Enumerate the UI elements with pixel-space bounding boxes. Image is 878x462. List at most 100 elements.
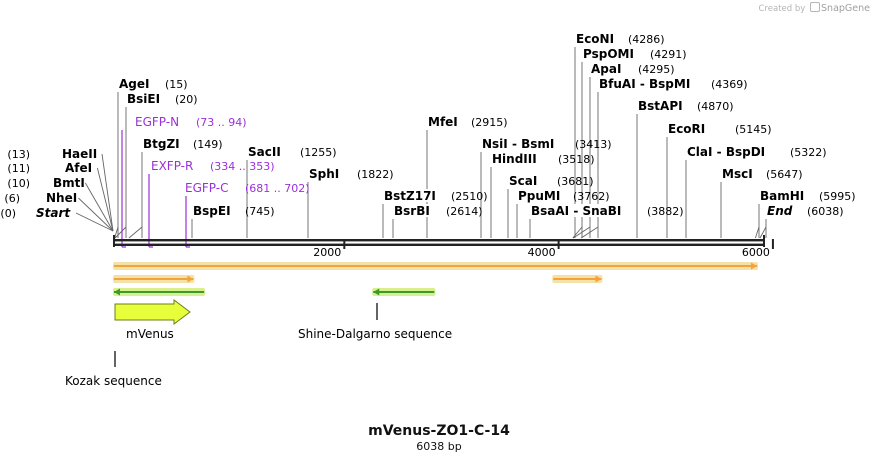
site-name: BsrBI [394, 204, 430, 218]
site-position: (3762) [573, 190, 610, 203]
site-label-bg [383, 189, 440, 202]
site-label-bg [590, 62, 624, 75]
site-label-bg [637, 99, 686, 112]
site-label-bg [582, 47, 631, 60]
ruler-tick-label: 2000 [313, 246, 341, 259]
primer-name: EGFP-N [135, 115, 179, 129]
site-position: (5647) [766, 168, 803, 181]
site-name: BsaAI - SnaBI [531, 204, 621, 218]
site-position: (20) [175, 93, 198, 106]
site-position: (11) [7, 162, 30, 175]
site-leader [96, 167, 114, 232]
site-name: NsiI - BsmI [482, 137, 554, 151]
site-position: (5322) [790, 146, 827, 159]
site-name: BmtI [53, 176, 85, 190]
site-label-bg [308, 167, 342, 180]
site-position: (15) [165, 78, 188, 91]
site-leader [114, 226, 127, 239]
site-position: (4369) [711, 78, 748, 91]
arrowhead-left-icon [114, 288, 120, 296]
primer-name: EGFP-C [185, 181, 228, 195]
site-label-bg [667, 122, 708, 135]
site-leader [78, 197, 114, 232]
site-name: ApaI [591, 62, 621, 76]
site-label-bg [481, 137, 568, 150]
primer-range: (334 .. 353) [210, 160, 275, 173]
site-label-bg [766, 204, 792, 217]
site-label-bg [721, 167, 755, 180]
site-name: AgeI [119, 77, 149, 91]
ruler-tick-label: 4000 [528, 246, 556, 259]
site-position: (6) [4, 192, 20, 205]
site-position: (0) [0, 207, 16, 220]
site-name: PspOMI [583, 47, 634, 61]
site-name: PpuMI [518, 189, 560, 203]
site-position: (13) [7, 148, 30, 161]
site-name: BsiEI [127, 92, 160, 106]
site-leader [580, 226, 599, 239]
site-name: BstAPI [638, 99, 683, 113]
backbone-top-strand [113, 239, 764, 242]
backbone-bottom-strand [113, 243, 764, 246]
site-position: (2915) [471, 116, 508, 129]
site-name: MfeI [428, 115, 458, 129]
site-name: AfeI [65, 161, 92, 175]
site-label-bg [126, 92, 167, 105]
site-label-bg [491, 152, 548, 165]
site-label-bg [142, 137, 183, 150]
site-position: (6038) [807, 205, 844, 218]
site-leader [572, 226, 591, 239]
site-position: (5145) [735, 123, 772, 136]
plasmid-name: mVenus-ZO1-C-14 [368, 423, 510, 439]
arrowhead-right-icon [751, 262, 757, 270]
site-name: BfuAI - BspMI [599, 77, 690, 91]
feature-label: mVenus [126, 327, 174, 341]
site-position: (2510) [451, 190, 488, 203]
site-leader [128, 226, 143, 239]
site-name: ClaI - BspDI [687, 145, 765, 159]
site-position: (1822) [357, 168, 394, 181]
site-leader [75, 212, 114, 232]
site-position: (3413) [575, 138, 612, 151]
site-position: (4295) [638, 63, 675, 76]
site-position: (5995) [819, 190, 856, 203]
feature-arrows-layer [113, 262, 758, 296]
site-label-bg [427, 115, 461, 128]
arrowhead-left-icon [373, 288, 380, 296]
feature-label: Shine-Dalgarno sequence [298, 327, 452, 341]
site-label-bg [598, 77, 700, 90]
site-position: (745) [245, 205, 275, 218]
site-position: (149) [193, 138, 223, 151]
site-position: (4291) [650, 48, 687, 61]
site-position: (1255) [300, 146, 337, 159]
site-name: BspEI [193, 204, 231, 218]
site-name: SphI [309, 167, 339, 181]
site-label-bg [247, 145, 288, 158]
site-name: BtgZI [143, 137, 180, 151]
site-lines-layer [75, 47, 767, 248]
site-name: SacII [248, 145, 281, 159]
site-name: HaeII [62, 147, 97, 161]
site-label-bg [759, 189, 800, 202]
site-leader [754, 226, 760, 239]
site-name: EcoRI [668, 122, 705, 136]
site-leader [759, 226, 767, 239]
site-name: MscI [722, 167, 753, 181]
primer-name: EXFP-R [151, 159, 193, 173]
site-name: ScaI [509, 174, 537, 188]
snapgene-logo-icon [810, 2, 821, 12]
site-label-bg [575, 32, 616, 45]
site-name: HindIII [492, 152, 537, 166]
site-label-bg [393, 204, 434, 217]
site-position: (4286) [628, 33, 665, 46]
site-position: (3681) [557, 175, 594, 188]
site-label-bg [517, 189, 558, 202]
arrowhead-right-icon [595, 275, 602, 283]
site-leader [572, 226, 583, 239]
site-position: (3518) [558, 153, 595, 166]
primer-range: (681 .. 702) [245, 182, 310, 195]
site-leader [85, 182, 114, 232]
site-leader [114, 226, 119, 239]
